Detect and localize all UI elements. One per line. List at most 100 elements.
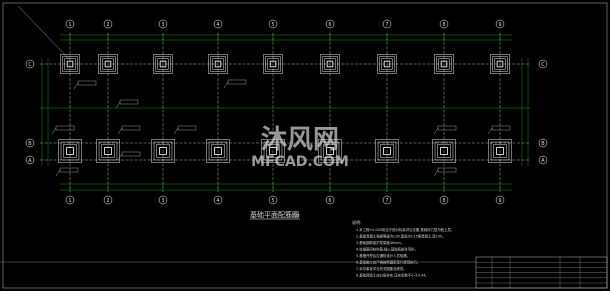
footing-C1-ring-3 [66, 60, 74, 68]
axis-bubble-top-2 [103, 19, 113, 29]
footing-C2 [98, 54, 118, 74]
note-line-7: 7.未尽事宜详见有关图集及规范。 [356, 266, 407, 271]
axis-bubble-top-2-label: 2 [106, 22, 109, 28]
diagonal-line [17, 5, 71, 61]
footing-AB8-ring-0 [432, 139, 456, 163]
callout-leader-8 [117, 153, 123, 161]
axis-bubble-bottom-9 [495, 195, 505, 205]
dimension-lines [40, 33, 530, 192]
footing-AB9-ring-0 [488, 139, 512, 163]
axis-bubble-top-4-label: 4 [216, 22, 219, 28]
footing-AB5-ring-3 [269, 147, 277, 155]
footing-C9-ring-1 [492, 56, 508, 72]
callout-tag-9 [59, 167, 79, 173]
axis-bubble-right-B-label: B [541, 141, 545, 147]
callout-tag-10 [437, 167, 457, 173]
footing-AB7-ring-0 [375, 139, 399, 163]
footing-AB5-ring-1 [263, 141, 283, 161]
axis-bubble-bottom-3 [158, 195, 168, 205]
footing-AB1-ring-3 [66, 147, 74, 155]
footing-C7-ring-3 [383, 60, 391, 68]
drawing-scale: 1:100 [288, 213, 300, 218]
footings [51, 54, 512, 177]
axis-bubble-top-5 [268, 19, 278, 29]
callout-leader-5 [433, 127, 439, 135]
axis-bubble-top-5-label: 5 [271, 22, 274, 28]
footing-AB8-ring-3 [440, 147, 448, 155]
axis-bubble-bottom-7 [382, 195, 392, 205]
footing-C1-ring-0 [60, 54, 80, 74]
axis-bubble-bottom-7-label: 7 [385, 198, 388, 204]
note-line-3: 3.基础钢筋保护层厚度40mm。 [356, 240, 404, 245]
axis-grid [2, 2, 608, 289]
footing-C4-ring-0 [208, 54, 228, 74]
footing-AB1 [58, 139, 82, 163]
axis-bubble-top-9-label: 9 [498, 22, 501, 28]
axis-bubble-bottom-4-label: 4 [216, 198, 219, 204]
footing-AB7 [375, 139, 399, 163]
footing-AB3-ring-2 [156, 144, 170, 158]
footing-AB2-ring-1 [98, 141, 118, 161]
axis-bubble-bottom-2 [103, 195, 113, 205]
footing-C4-ring-1 [210, 56, 226, 72]
footing-C5-ring-0 [263, 54, 283, 74]
callout-leader-2 [117, 127, 123, 135]
notes-header: 说明: [352, 219, 361, 225]
footing-AB6-ring-2 [323, 144, 337, 158]
footing-C5-ring-1 [265, 56, 281, 72]
footing-AB6 [318, 139, 342, 163]
footing-C6-ring-1 [322, 56, 338, 72]
callout-leader-6 [487, 127, 493, 135]
callout-tag-1 [119, 99, 139, 105]
footing-C1-ring-1 [62, 56, 78, 72]
callout-leader-0 [73, 82, 79, 90]
footing-C2-ring-3 [104, 60, 112, 68]
footing-AB2 [96, 139, 120, 163]
footing-C5-ring-3 [269, 60, 277, 68]
footing-AB9-ring-1 [490, 141, 510, 161]
axis-bubble-top-7-label: 7 [385, 22, 388, 28]
callout-tag-6 [491, 125, 511, 131]
axis-bubble-bottom-8 [439, 195, 449, 205]
footing-AB4-ring-0 [206, 139, 230, 163]
note-line-8: 8.基础回填土应分层夯实,压实系数不小于0.94。 [356, 273, 429, 278]
callout-leader-10 [433, 169, 439, 177]
footing-AB4-ring-3 [214, 147, 222, 155]
footing-C8-ring-0 [434, 54, 454, 74]
footing-C3-ring-0 [153, 54, 173, 74]
axis-bubble-top-6-label: 6 [328, 22, 331, 28]
note-line-2: 2.基础混凝土强度等级为C30,垫层为C15素混凝土,厚100。 [356, 234, 446, 239]
axis-bubble-left-C [25, 59, 35, 69]
footing-AB2-ring-2 [101, 144, 115, 158]
axis-bubble-top-3 [158, 19, 168, 29]
axis-bubble-bottom-1-label: 1 [68, 198, 71, 204]
note-line-5: 5.基槽开挖后应通知设计人员验槽。 [356, 253, 410, 258]
callout-tag-3 [177, 125, 197, 131]
footing-C8-ring-1 [436, 56, 452, 72]
watermark: 沐风网 MFCAD.COM [251, 125, 349, 170]
footing-AB7-ring-1 [377, 141, 397, 161]
footing-AB9-ring-3 [496, 147, 504, 155]
axis-bubble-bottom-5 [268, 195, 278, 205]
footing-C8-ring-2 [438, 58, 450, 70]
footing-AB2-ring-0 [96, 139, 120, 163]
callout-leader-1 [115, 101, 121, 109]
footing-AB1-ring-0 [58, 139, 82, 163]
callout-tag-0 [77, 80, 97, 86]
axis-bubble-top-3-label: 3 [161, 22, 164, 28]
axis-bubble-left-C-label: C [28, 62, 32, 68]
axis-bubble-bottom-2-label: 2 [106, 198, 109, 204]
axis-bubble-left-A-label: A [28, 158, 32, 164]
axis-bubble-right-C [538, 59, 548, 69]
footing-AB5-ring-2 [266, 144, 280, 158]
axis-bubble-right-A [538, 155, 548, 165]
axis-bubble-right-B [538, 138, 548, 148]
axis-bubble-right-A-label: A [541, 158, 545, 164]
footing-C3 [153, 54, 173, 74]
sheet-border [2, 2, 608, 289]
axis-bubble-top-1 [65, 19, 75, 29]
callout-leader-9 [55, 169, 61, 177]
footing-C6 [320, 54, 340, 74]
